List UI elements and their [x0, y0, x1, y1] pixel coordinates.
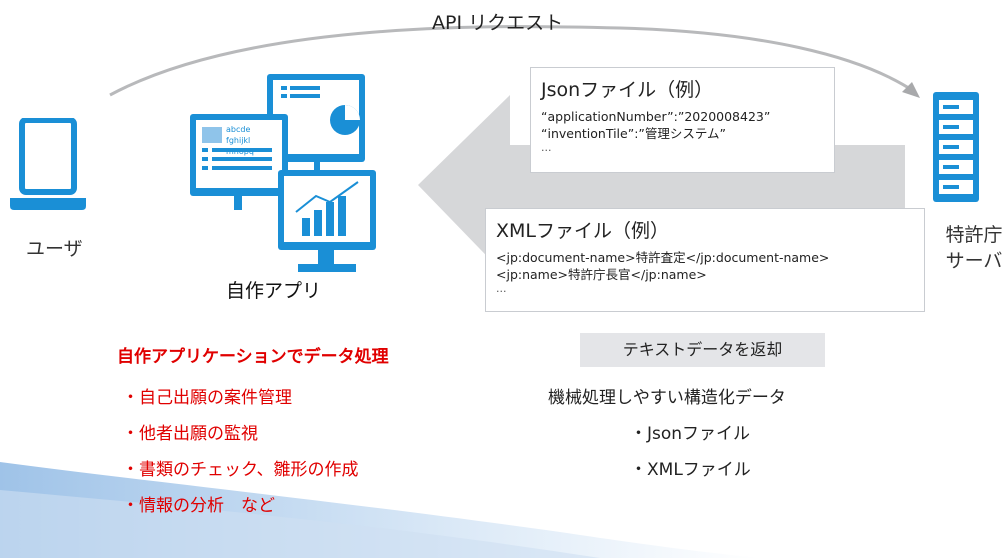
app-processing-heading: 自作アプリケーションでデータ処理 [117, 347, 389, 367]
server-label-line-1: 特許庁 [945, 224, 1003, 246]
structured-data-heading: 機械処理しやすい構造化データ [548, 388, 786, 408]
api-request-label: API リクエスト [432, 12, 564, 34]
arc-arrowhead-icon [902, 82, 920, 98]
left-item-1: ・自己出願の案件管理 [122, 388, 292, 408]
left-item-3: ・書類のチェック、雛形の作成 [122, 460, 359, 480]
app-label: 自作アプリ [226, 280, 322, 302]
left-item-4: ・情報の分析 など [122, 496, 275, 516]
laptop-icon [10, 118, 86, 210]
server-label-line-2: サーバ [945, 250, 1003, 272]
user-label: ユーザ [26, 238, 83, 260]
xml-box-title: XMLファイル（例） [496, 220, 669, 242]
xml-line-2: <jp:name>特許庁長官</jp:name> [496, 267, 707, 282]
server-label: 特許庁 サーバ [944, 222, 1004, 274]
json-line-1: “applicationNumber”:”2020008423” [541, 109, 771, 124]
left-item-2: ・他者出願の監視 [122, 424, 258, 444]
json-example-box: Jsonファイル（例） “applicationNumber”:”2020008… [530, 67, 835, 173]
return-text-data-badge: テキストデータを返却 [580, 333, 825, 367]
json-ellipsis: ... [541, 141, 552, 154]
right-item-xml: ・XMLファイル [630, 460, 751, 480]
server-icon [933, 92, 979, 202]
screen-text-3: mnopq [226, 147, 254, 156]
xml-ellipsis: ... [496, 282, 507, 295]
screen-text-2: fghijkl [226, 136, 250, 145]
right-item-json: ・Jsonファイル [630, 424, 751, 444]
screen-text-1: abcde [226, 125, 250, 134]
xml-line-1: <jp:document-name>特許査定</jp:document-name… [496, 250, 830, 265]
json-box-title: Jsonファイル（例） [541, 79, 714, 101]
api-request-arc [109, 25, 920, 98]
json-line-2: “inventionTile”:”管理システム” [541, 126, 726, 141]
app-screens-icon: abcde fghijkl mnopq [190, 74, 376, 272]
xml-example-box: XMLファイル（例） <jp:document-name>特許査定</jp:do… [485, 208, 925, 312]
